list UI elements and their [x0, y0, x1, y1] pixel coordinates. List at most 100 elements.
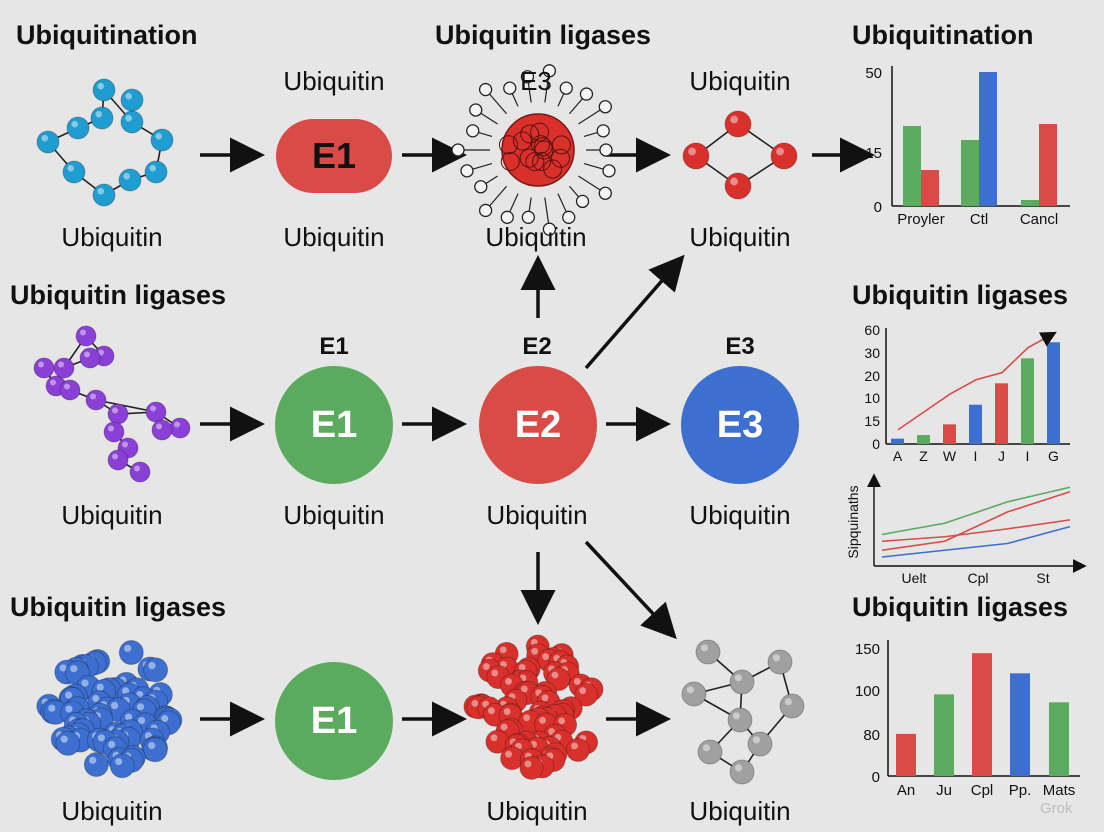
ligand-node [562, 210, 576, 224]
sphere-highlight [520, 685, 528, 693]
arrow-group [200, 137, 875, 737]
sphere-highlight [730, 115, 738, 124]
sphere-highlight [156, 423, 162, 430]
sphere-highlight [64, 383, 70, 390]
sphere-highlight [482, 700, 490, 708]
sphere-highlight [84, 351, 90, 358]
e1-enzyme-circle: E1 [275, 366, 393, 484]
e3-core-detail [519, 148, 539, 168]
cyan-ubiquitin-sphere [62, 160, 86, 184]
sphere-highlight [730, 177, 738, 186]
sphere-highlight [573, 677, 581, 685]
sphere-highlight [108, 740, 116, 749]
chart3-series-line [881, 519, 1071, 543]
sphere-highlight [174, 421, 180, 428]
grey-ubiquitin-sphere [747, 731, 773, 757]
red-ubiquitin-sphere [724, 172, 752, 200]
cyan-ubiquitin-sphere [92, 183, 116, 207]
sphere-highlight [482, 663, 490, 670]
ligand-node [599, 143, 613, 157]
ligand-node [478, 203, 493, 218]
sphere-highlight [80, 329, 86, 336]
sphere-highlight [96, 683, 104, 691]
cyan-ubiquitin-sphere [118, 168, 142, 192]
chart1-y-tick: 50 [865, 65, 882, 82]
grey-ubiquitin-sphere [681, 681, 707, 707]
purple-ubiquitin-sphere [107, 449, 129, 471]
chart4-y-tick: 0 [872, 769, 880, 786]
sphere-highlight [67, 164, 74, 172]
chart1-x-tick: Cancl [1020, 211, 1058, 228]
arrow [584, 254, 685, 370]
sphere-highlight [505, 750, 513, 758]
chart2-bar [969, 404, 982, 444]
row2-col4-caption: Ubiquitin [689, 500, 791, 530]
ligand-node [503, 81, 517, 95]
sphere-highlight [137, 716, 146, 725]
chart2-bar [917, 435, 930, 444]
sphere-highlight [111, 701, 119, 710]
chart2-x-tick: I [1026, 448, 1030, 464]
row1-col3-caption: Ubiquitin [485, 222, 587, 252]
heading-bottom-right: Ubiquitin ligases [852, 592, 1069, 622]
sphere-highlight [523, 714, 531, 722]
sphere-highlight [700, 644, 709, 652]
purple-ubiquitin-sphere [103, 421, 125, 443]
sphere-highlight [491, 669, 499, 677]
sphere-highlight [136, 703, 145, 711]
ligand-node [520, 70, 535, 84]
sphere-highlight [518, 664, 526, 671]
ligand-node [575, 194, 590, 209]
chart1-bar [979, 72, 997, 206]
chart1-x-tick: Proyler [897, 211, 945, 228]
chart1-x-tick: Ctl [970, 211, 988, 228]
chart2-y-tick: 20 [864, 368, 880, 384]
chart4-x-tick: An [897, 782, 915, 799]
sphere-highlight [38, 361, 44, 368]
blue-ubiquitin-sphere [55, 730, 81, 756]
ligand-node [579, 87, 594, 101]
e3-core-detail [525, 152, 545, 172]
chart1-bar [903, 126, 921, 206]
sphere-highlight [134, 465, 140, 472]
chart3-series-line [881, 490, 1071, 552]
row2-e3-top-label: E3 [725, 333, 755, 360]
ligand-node [598, 186, 612, 200]
chart2-x-tick: A [893, 448, 903, 464]
sphere-highlight [702, 744, 711, 752]
e2-enzyme-circle: E2 [479, 366, 597, 484]
sphere-highlight [112, 453, 118, 460]
ligand-node [474, 180, 488, 194]
cyan-ubiquitin-sphere [144, 160, 168, 184]
ligand-node [542, 222, 557, 236]
red-ubiquitin-sphere [682, 142, 710, 170]
chart4-bar [934, 694, 954, 776]
chart2-y-tick: 10 [864, 390, 880, 406]
chart3-series-line [881, 486, 1071, 536]
purple-ubiquitin-sphere [145, 401, 167, 423]
row1-col1-caption: Ubiquitin [61, 222, 163, 252]
sphere-highlight [95, 110, 102, 118]
sphere-highlight [541, 694, 549, 702]
chart2-x-tick: I [974, 448, 978, 464]
arrow [584, 540, 677, 640]
sphere-highlight [155, 132, 162, 140]
sphere-highlight [558, 717, 566, 725]
e3-core-detail [543, 159, 563, 179]
chart1-bar [921, 170, 939, 206]
ligand-node [500, 210, 514, 224]
sphere-highlight [505, 677, 512, 685]
e3-core-detail [520, 124, 540, 144]
blue-ubiquitin-sphere [143, 657, 169, 683]
chart4-x-tick: Pp. [1009, 782, 1032, 799]
chart2-bar [1021, 358, 1034, 444]
chart2-x-tick: J [998, 448, 1005, 464]
sphere-highlight [70, 665, 78, 673]
row2-e2-top-label: E2 [522, 333, 552, 360]
purple-ubiquitin-sphere [151, 419, 173, 441]
watermark: Grok [1040, 800, 1073, 817]
chart2-x-tick: Z [919, 448, 928, 464]
heading-top-right: Ubiquitination [852, 20, 1034, 50]
row2-col3-caption: Ubiquitin [486, 500, 588, 530]
sphere-highlight [108, 425, 114, 432]
